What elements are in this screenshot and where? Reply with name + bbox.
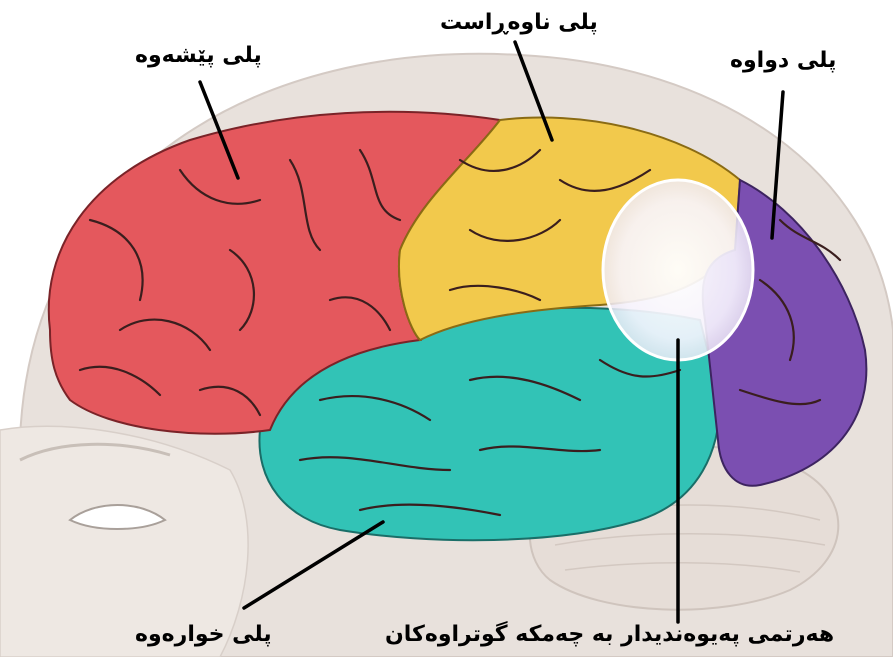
- association-area-highlight: [603, 180, 753, 360]
- label-association-area: هەرتمی پەیوەندیدار بە چەمکە گوتراوەکان: [385, 624, 834, 646]
- label-parietal-lobe: پلی ناوەڕاست: [440, 12, 598, 34]
- label-temporal-lobe: پلی خوارەوە: [135, 624, 272, 646]
- label-frontal-lobe: پلی پێشەوە: [135, 45, 262, 67]
- label-occipital-lobe: پلی دواوە: [730, 50, 836, 72]
